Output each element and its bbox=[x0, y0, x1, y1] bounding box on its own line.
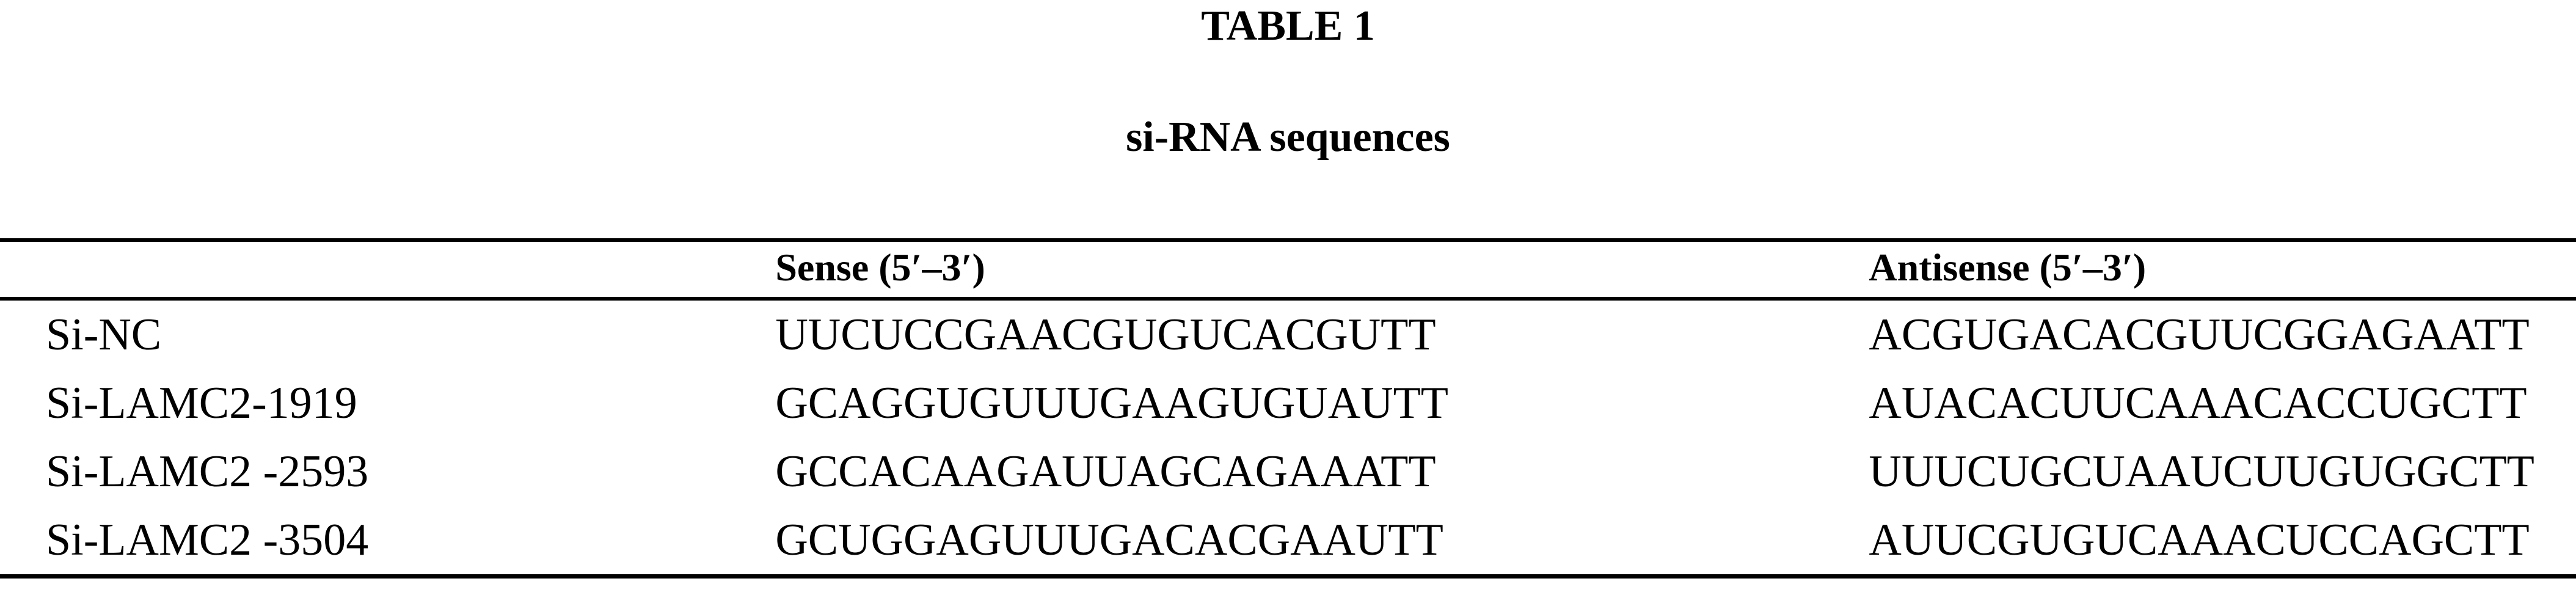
antisense-sequence-cell: AUUCGUGUCAAACUCCAGCTT bbox=[1869, 515, 2530, 565]
table-row: Si-NC UUCUCCGAACGUGUCACGUTT ACGUGACACGUU… bbox=[0, 299, 2576, 369]
row-name-cell: Si-NC bbox=[46, 310, 162, 360]
row-name-cell: Si-LAMC2-1919 bbox=[46, 378, 357, 428]
table-row: Si-LAMC2 -2593 GCCACAAGAUUAGCAGAAATT UUU… bbox=[0, 437, 2576, 506]
table-title: TABLE 1 bbox=[1201, 2, 1375, 49]
table-subtitle: si-RNA sequences bbox=[1126, 114, 1450, 161]
antisense-sequence-cell: UUUCUGCUAAUCUUGUGGCTT bbox=[1869, 447, 2534, 497]
sense-sequence-cell: GCUGGAGUUUGACACGAAUTT bbox=[775, 515, 1443, 565]
antisense-sequence-cell: AUACACUUCAAACACCUGCTT bbox=[1869, 378, 2527, 428]
table-row: Si-LAMC2-1919 GCAGGUGUUUGAAGUGUAUTT AUAC… bbox=[0, 369, 2576, 437]
header-row: Sense (5′–3′) Antisense (5′–3′) bbox=[0, 240, 2576, 299]
sense-sequence-cell: UUCUCCGAACGUGUCACGUTT bbox=[775, 310, 1436, 360]
column-header-sense: Sense (5′–3′) bbox=[775, 246, 985, 289]
sirna-sequence-table: Sense (5′–3′) Antisense (5′–3′) Si-NC UU… bbox=[0, 238, 2576, 579]
column-header-antisense: Antisense (5′–3′) bbox=[1869, 246, 2147, 289]
row-name-cell: Si-LAMC2 -2593 bbox=[46, 447, 369, 497]
column-header-name bbox=[0, 240, 775, 299]
sense-sequence-cell: GCCACAAGAUUAGCAGAAATT bbox=[775, 447, 1436, 497]
sense-sequence-cell: GCAGGUGUUUGAAGUGUAUTT bbox=[775, 378, 1449, 428]
antisense-sequence-cell: ACGUGACACGUUCGGAGAATT bbox=[1869, 310, 2530, 360]
table-row: Si-LAMC2 -3504 GCUGGAGUUUGACACGAAUTT AUU… bbox=[0, 506, 2576, 577]
row-name-cell: Si-LAMC2 -3504 bbox=[46, 515, 369, 565]
